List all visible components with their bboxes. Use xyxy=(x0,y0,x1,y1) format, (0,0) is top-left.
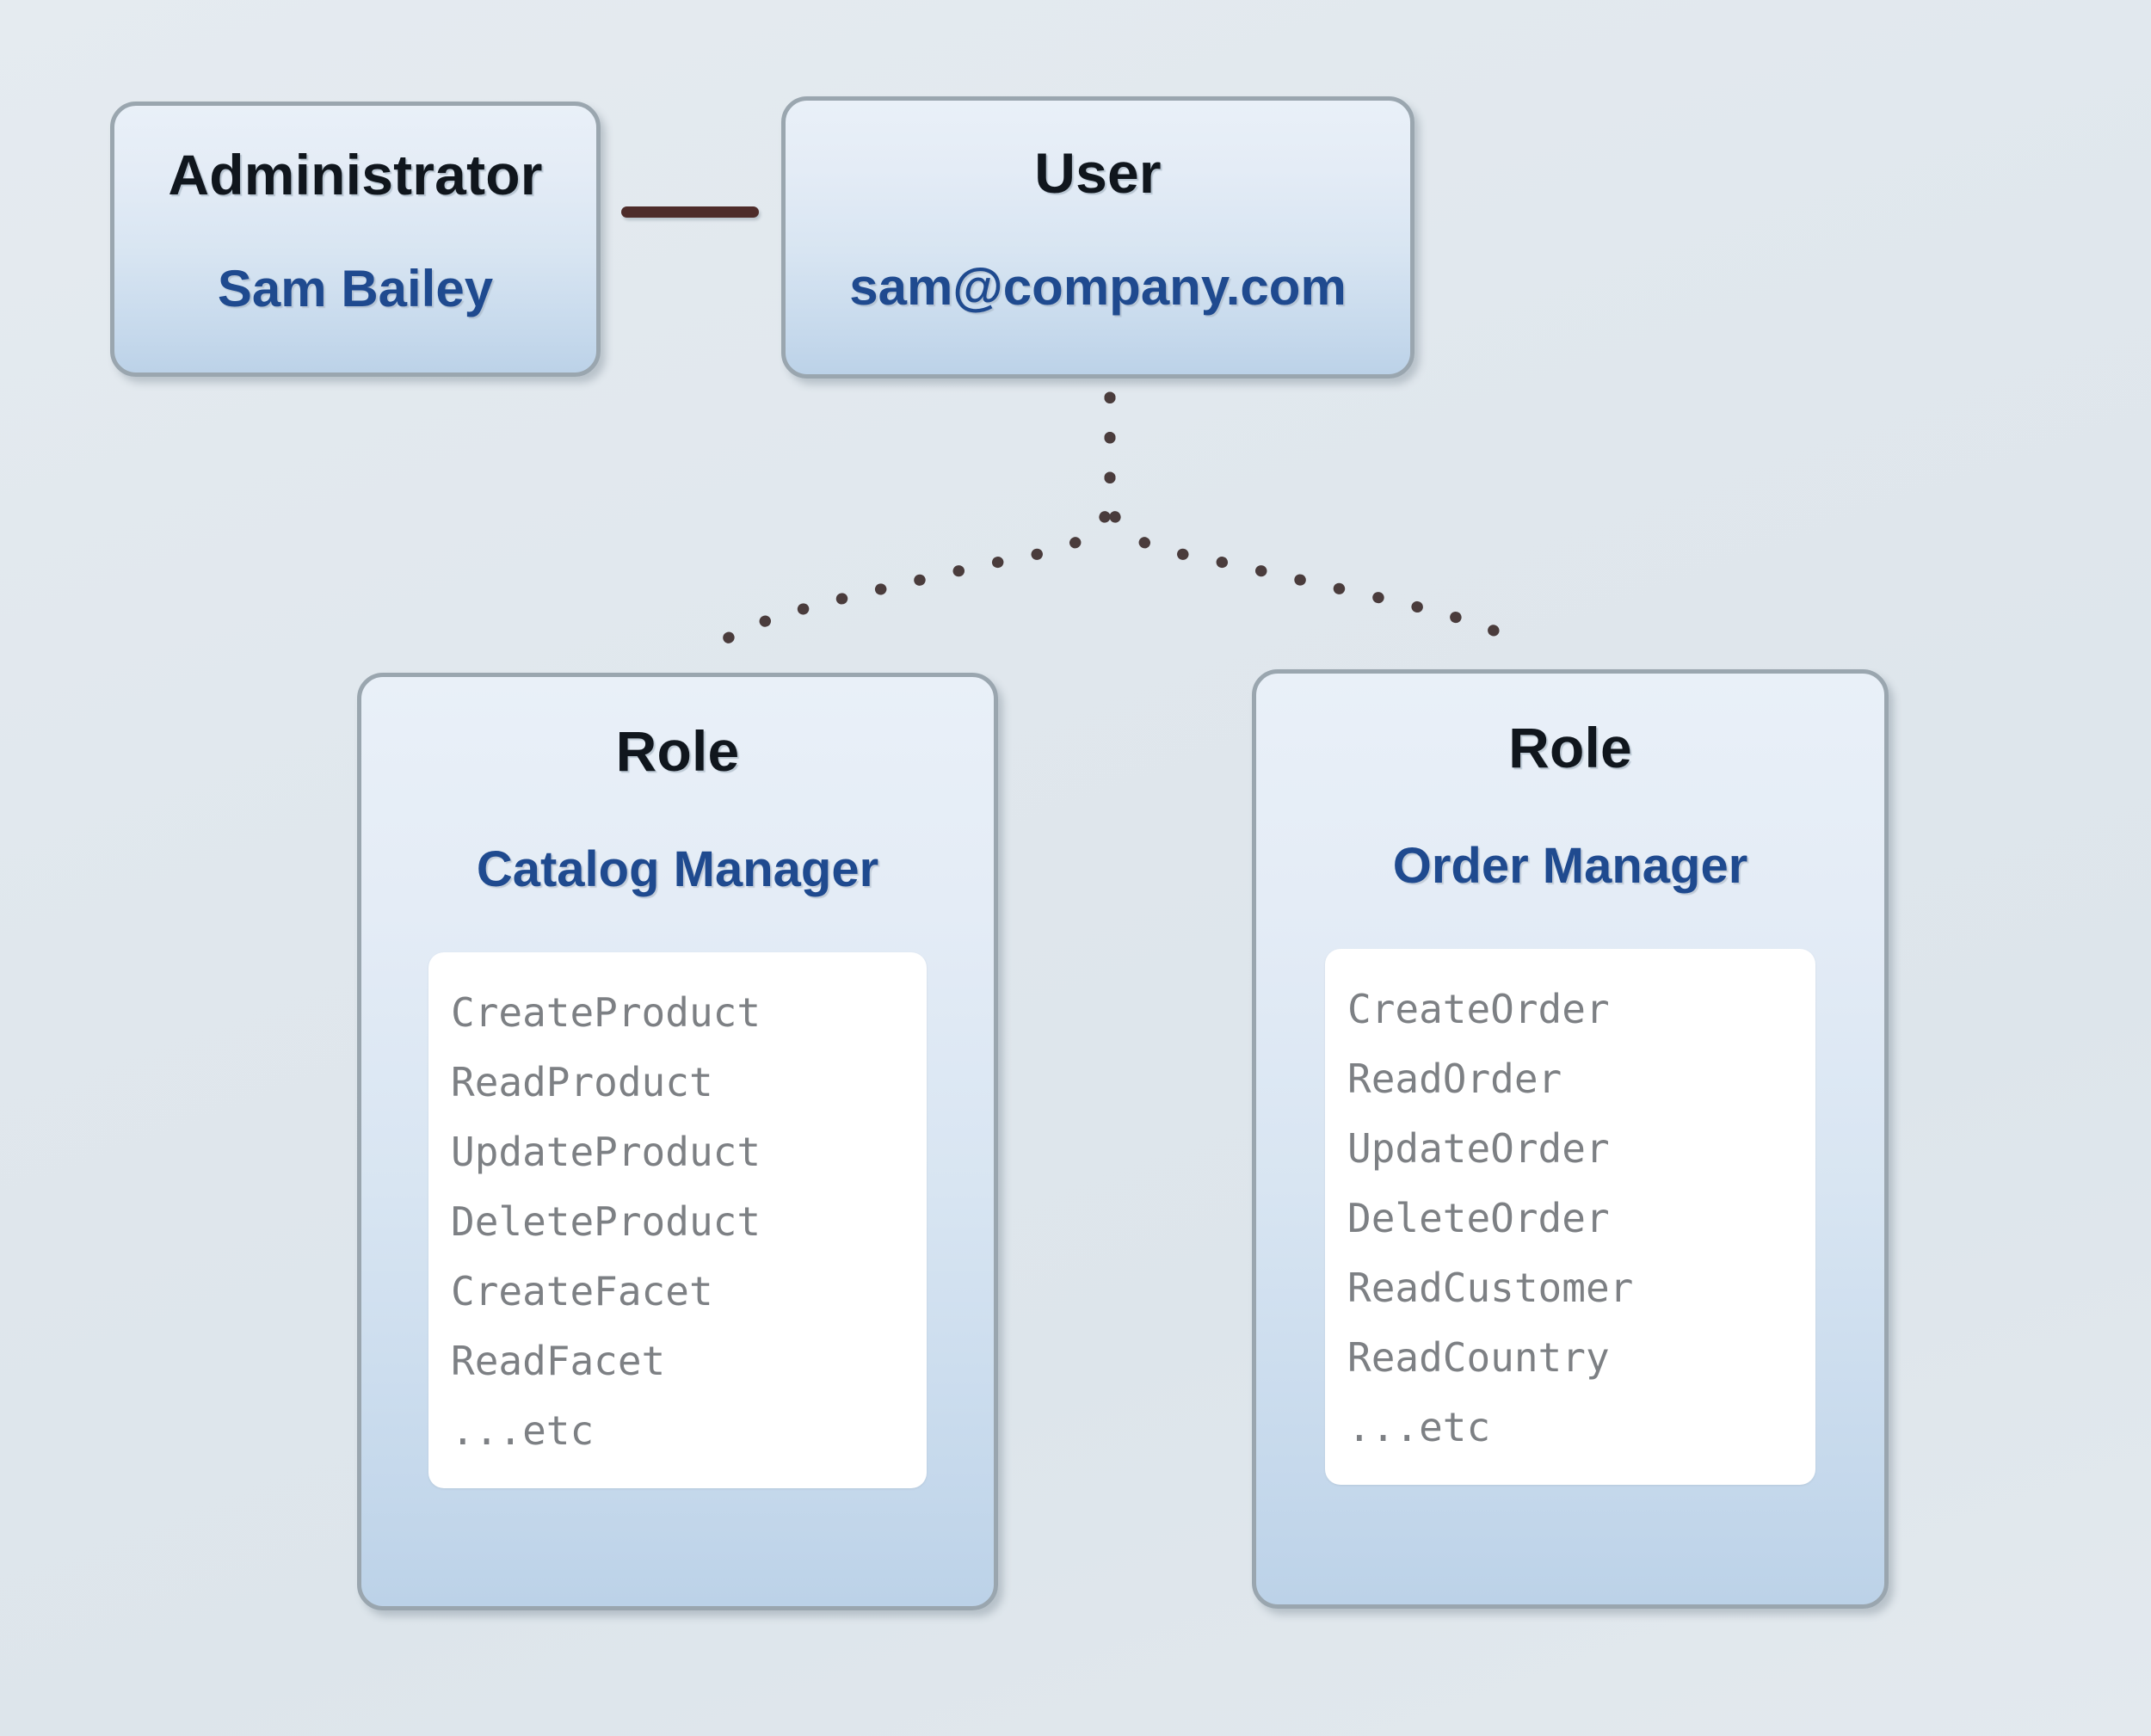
permission-item: UpdateProduct xyxy=(451,1129,761,1175)
role-catalog-value-label: Catalog Manager xyxy=(476,841,879,897)
role-order-type-label: Role xyxy=(1508,716,1632,779)
permission-item: ReadOrder xyxy=(1347,1056,1562,1102)
administrator-value-label: Sam Bailey xyxy=(217,260,494,317)
permission-item: ...etc xyxy=(1347,1404,1491,1450)
user-value-label: sam@company.com xyxy=(849,258,1347,316)
permission-item: ReadCountry xyxy=(1347,1334,1610,1381)
permission-item: UpdateOrder xyxy=(1347,1125,1610,1172)
administrator-node[interactable]: Administrator Sam Bailey xyxy=(110,102,601,377)
role-catalog-type-label: Role xyxy=(615,719,740,783)
permission-item: DeleteProduct xyxy=(451,1198,761,1245)
user-node[interactable]: User sam@company.com xyxy=(781,96,1414,379)
permission-item: ...etc xyxy=(451,1407,595,1454)
permission-item: CreateProduct xyxy=(451,989,761,1036)
role-catalog-permission-panel: CreateProduct ReadProduct UpdateProduct … xyxy=(428,952,927,1488)
role-order-value-label: Order Manager xyxy=(1392,838,1748,894)
permission-item: DeleteOrder xyxy=(1347,1195,1610,1241)
user-type-label: User xyxy=(1034,141,1162,205)
user-to-role-order-edge xyxy=(1104,391,1531,653)
permission-item: ReadCustomer xyxy=(1347,1265,1634,1311)
role-node-catalog-manager[interactable]: Role Catalog Manager CreateProduct ReadP… xyxy=(357,673,998,1610)
permission-item: ReadFacet xyxy=(451,1338,666,1384)
role-node-order-manager[interactable]: Role Order Manager CreateOrder ReadOrder… xyxy=(1252,669,1889,1609)
administrator-type-label: Administrator xyxy=(168,143,543,206)
user-to-role-catalog-edge xyxy=(708,391,1116,653)
role-order-permission-panel: CreateOrder ReadOrder UpdateOrder Delete… xyxy=(1325,949,1815,1485)
permission-item: ReadProduct xyxy=(451,1059,713,1105)
permission-item: CreateFacet xyxy=(451,1268,713,1314)
permission-item: CreateOrder xyxy=(1347,986,1610,1032)
administrator-user-connector xyxy=(621,206,759,218)
